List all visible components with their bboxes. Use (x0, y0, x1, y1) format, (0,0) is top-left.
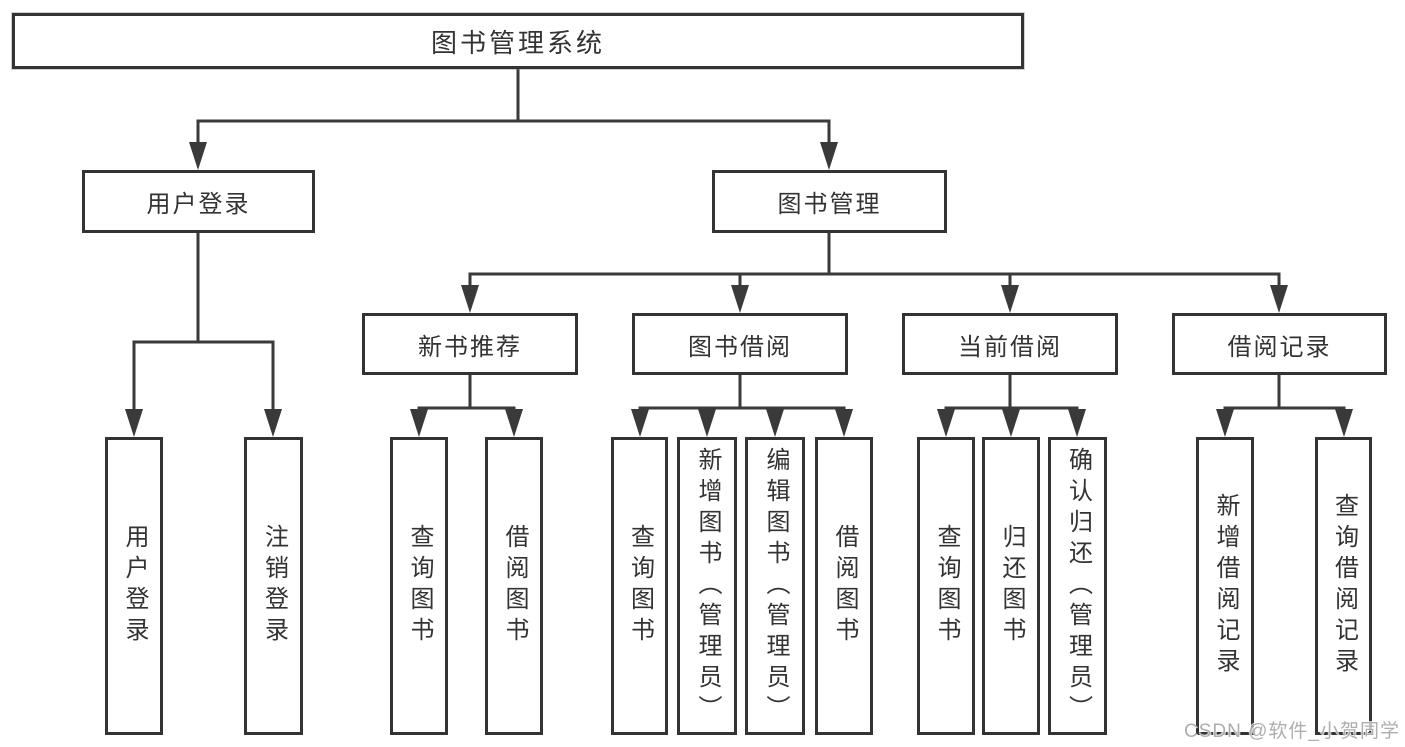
node-label: 用户登录 (146, 191, 251, 218)
csdn-watermark: CSDN @软件_小贺同学 (1184, 721, 1400, 742)
leaf-borrow-books: 借阅图书 (815, 437, 873, 735)
arrowheads (125, 142, 1353, 437)
arrow-icon (1270, 285, 1288, 313)
leaf-query-books-recommend: 查询图书 (390, 437, 448, 735)
arrow-icon (189, 142, 207, 170)
leaf-borrow-books-recommend: 借阅图书 (485, 437, 543, 735)
leaf-return-books: 归还图书 (982, 437, 1040, 735)
connector-new-book-recommend-to-leaves (417, 375, 516, 412)
node-label: 查询借阅记录 (1330, 493, 1358, 679)
leaf-add-borrow-record: 新增借阅记录 (1196, 437, 1254, 735)
connector-root-to-level1 (196, 69, 831, 146)
connector-borrow-records-to-leaves (1223, 375, 1346, 412)
leaf-add-books-admin: 新增图书（管理员） (677, 437, 737, 735)
node-label: 编辑图书（管理员） (762, 446, 789, 726)
node-borrow-records: 借阅记录 (1172, 313, 1387, 375)
connector-book-management-to-level2 (468, 233, 1281, 288)
arrow-icon (410, 409, 428, 437)
leaf-confirm-return-admin: 确认归还（管理员） (1048, 437, 1107, 735)
connector-current-borrow-to-leaves (944, 375, 1079, 412)
connector-book-borrow-to-leaves (638, 375, 846, 412)
node-label: 用户登录 (121, 524, 148, 648)
node-new-book-recommend: 新书推荐 (362, 313, 578, 375)
leaf-query-books-borrow: 查询图书 (611, 437, 668, 735)
node-book-management: 图书管理 (712, 170, 947, 233)
arrow-icon (731, 285, 749, 313)
arrow-icon (461, 285, 479, 313)
node-label: 借阅图书 (501, 524, 528, 648)
node-current-borrow: 当前借阅 (902, 313, 1118, 375)
connector-user-login-to-leaves (132, 232, 275, 412)
node-label: 新增借阅记录 (1212, 493, 1239, 679)
node-label: 归还图书 (998, 524, 1025, 648)
leaf-query-books-current: 查询图书 (917, 437, 975, 735)
arrow-icon (1216, 409, 1234, 437)
node-label: 注销登录 (260, 524, 288, 648)
node-label: 确认归还（管理员） (1064, 446, 1092, 726)
arrow-icon (1001, 285, 1019, 313)
node-label: 新增图书（管理员） (694, 446, 721, 726)
leaf-logout: 注销登录 (244, 437, 303, 735)
node-label: 图书借阅 (688, 333, 792, 361)
arrow-icon (1335, 409, 1353, 437)
arrow-icon (1068, 409, 1086, 437)
node-label: 借阅记录 (1227, 333, 1332, 361)
arrow-icon (125, 409, 143, 437)
arrow-icon (1002, 409, 1020, 437)
node-book-borrow: 图书借阅 (632, 313, 848, 375)
node-label: 借阅图书 (831, 524, 858, 648)
arrow-icon (937, 409, 955, 437)
leaf-edit-books-admin: 编辑图书（管理员） (745, 437, 805, 735)
arrow-icon (631, 409, 649, 437)
arrow-icon (505, 409, 523, 437)
arrow-icon (698, 409, 716, 437)
node-label: 查询图书 (626, 524, 654, 648)
leaf-user-login: 用户登录 (105, 437, 163, 735)
node-label: 图书管理 (777, 191, 882, 218)
node-label: 查询图书 (933, 524, 960, 648)
node-user-login: 用户登录 (82, 170, 315, 233)
node-library-system: 图书管理系统 (12, 13, 1024, 69)
arrow-icon (766, 409, 784, 437)
node-label: 当前借阅 (958, 333, 1062, 361)
arrow-icon (820, 142, 838, 170)
arrow-icon (835, 409, 853, 437)
node-label: 新书推荐 (418, 333, 522, 361)
leaf-query-borrow-record: 查询借阅记录 (1315, 437, 1372, 735)
node-label: 图书管理系统 (430, 27, 605, 58)
arrow-icon (264, 409, 282, 437)
node-label: 查询图书 (406, 524, 433, 648)
